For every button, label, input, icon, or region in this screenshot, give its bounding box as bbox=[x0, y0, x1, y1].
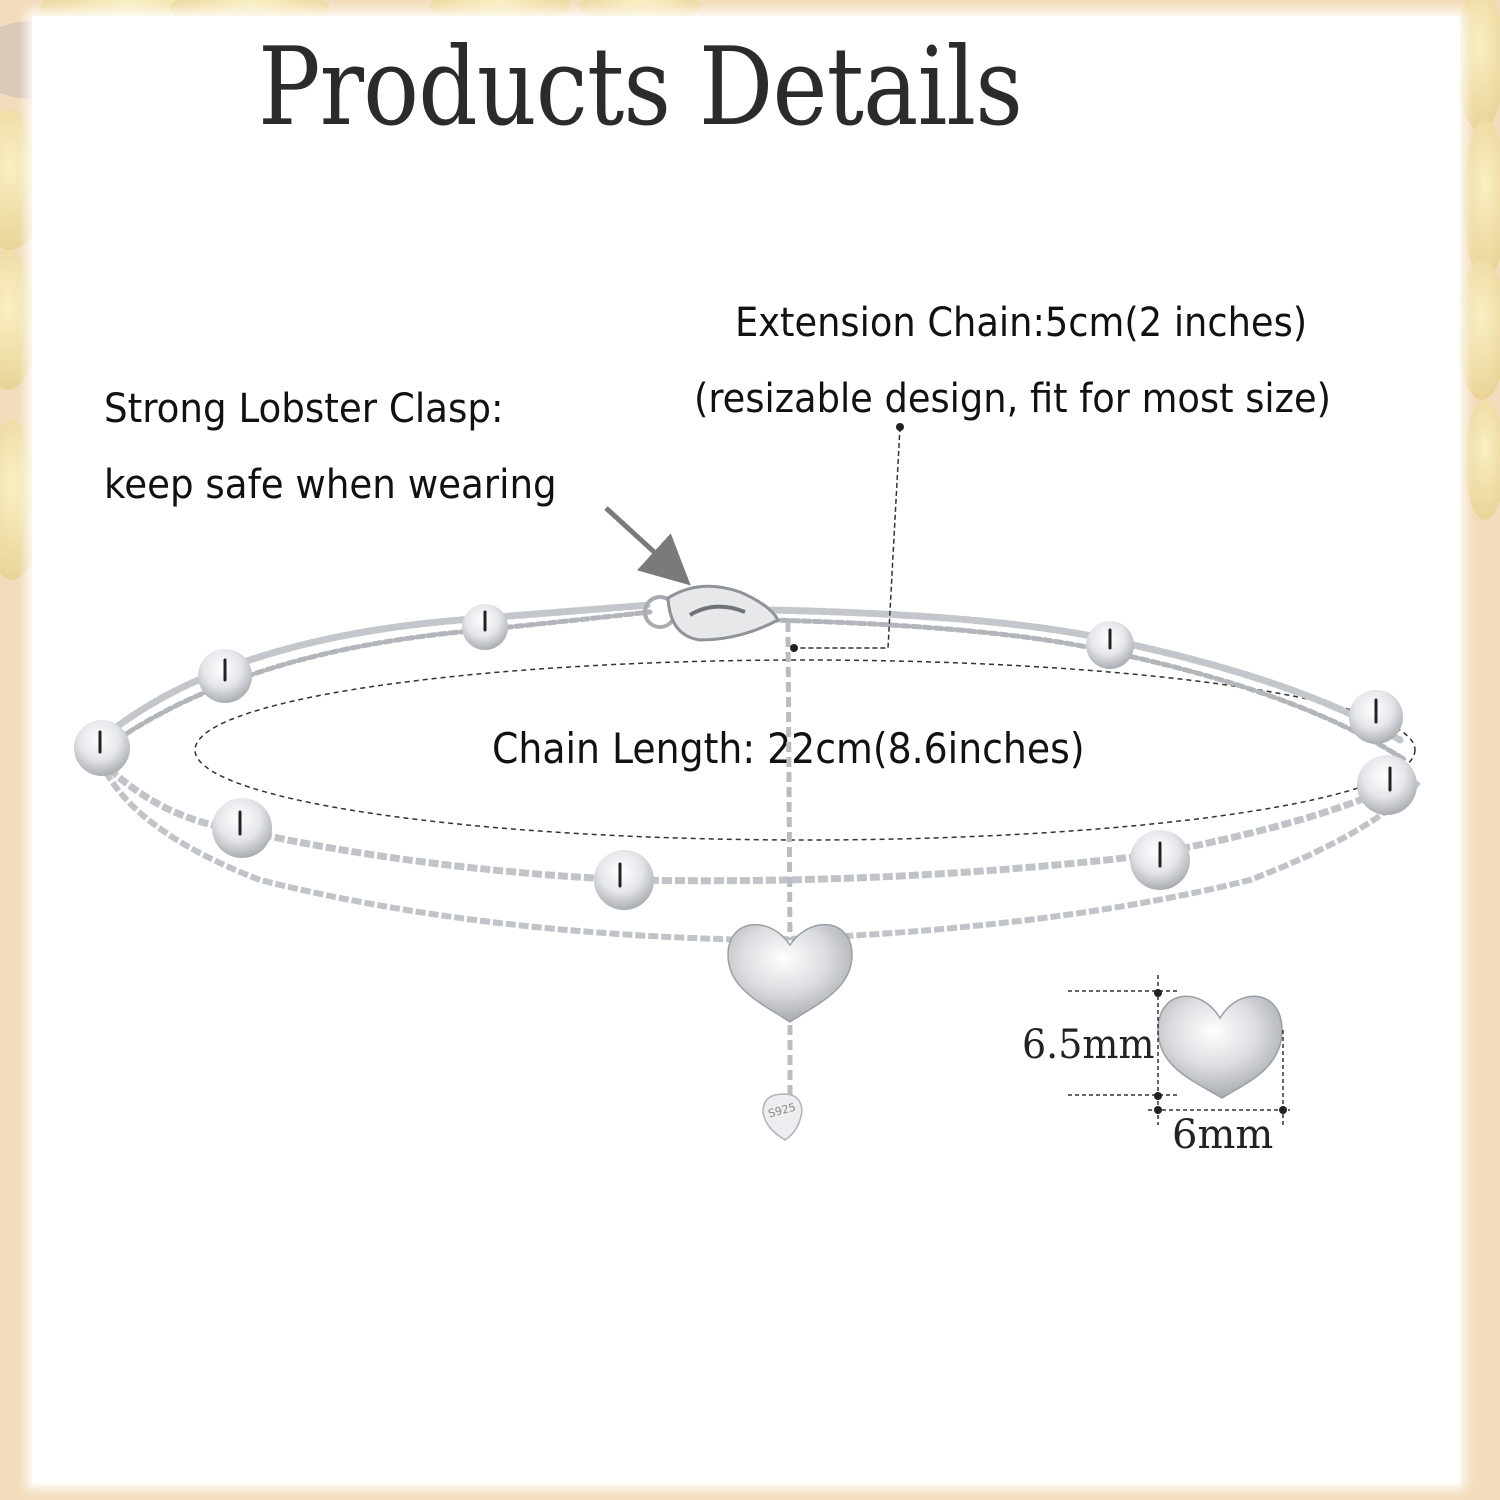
clasp-description: keep safe when wearing bbox=[104, 462, 557, 508]
charm-height-label: 6.5mm bbox=[1022, 1022, 1155, 1068]
charm-width-label: 6mm bbox=[1172, 1112, 1274, 1158]
extension-chain-label: Extension Chain:5cm(2 inches) bbox=[735, 300, 1308, 346]
page-title: Products Details bbox=[258, 25, 1023, 150]
chain-length-label: Chain Length: 22cm(8.6inches) bbox=[492, 724, 1085, 773]
extension-chain-description: (resizable design, fit for most size) bbox=[694, 376, 1331, 422]
clasp-label: Strong Lobster Clasp: bbox=[104, 386, 504, 432]
